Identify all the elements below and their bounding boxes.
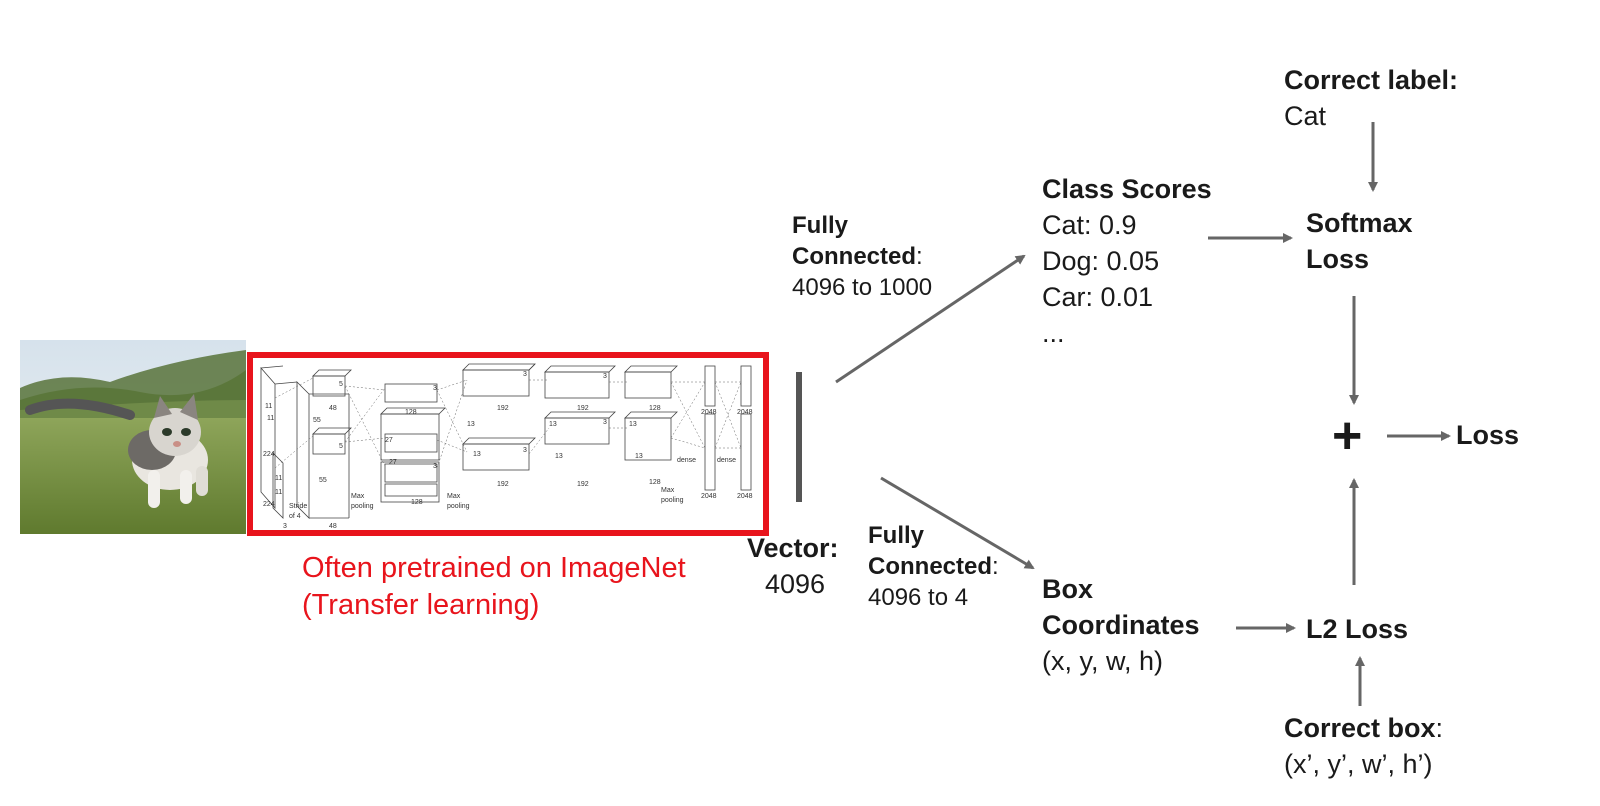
fc-top-line2: Connected xyxy=(792,243,917,270)
cat-photo xyxy=(20,340,246,534)
cnn-label: 48 xyxy=(329,523,337,530)
cnn-label: 224 xyxy=(263,501,275,508)
cnn-label: dense xyxy=(677,457,696,464)
arrow-to-box-coords xyxy=(880,476,1035,570)
fc-bottom-line3: 4096 to 4 xyxy=(868,584,969,611)
pretrained-caption: Often pretrained on ImageNet (Transfer l… xyxy=(302,550,686,624)
correct-label: Correct label: Cat xyxy=(1284,62,1458,134)
cnn-label: 13 xyxy=(467,421,475,428)
correct-label-title: Correct label: xyxy=(1284,65,1459,95)
cnn-label: 192 xyxy=(497,481,509,488)
vector-size: 4096 xyxy=(765,569,826,599)
cnn-label: of 4 xyxy=(289,513,301,520)
cnn-label: 27 xyxy=(389,459,397,466)
correct-box-title: Correct box xyxy=(1284,713,1436,743)
class-score-item: ... xyxy=(1042,318,1065,348)
cnn-label: 3 xyxy=(523,447,527,454)
cnn-label: 48 xyxy=(329,405,337,412)
softmax-loss: Softmax Loss xyxy=(1306,205,1413,277)
cnn-label: 13 xyxy=(549,421,557,428)
fc-top-line1: Fully xyxy=(792,212,849,239)
softmax-line1: Softmax xyxy=(1306,208,1413,238)
cnn-label: 2048 xyxy=(737,409,753,416)
cat-photo-drawing xyxy=(20,340,246,534)
fc-bottom-line1: Fully xyxy=(868,522,925,549)
cnn-label: 3 xyxy=(433,463,437,470)
alexnet-diagram: 224 224 11 11 11 11 Stride of 4 3 55 55 … xyxy=(260,363,753,530)
box-coords-title2: Coordinates xyxy=(1042,610,1200,640)
fc-top-label: Fully Connected: 4096 to 1000 xyxy=(792,210,932,303)
fc-top-line3: 4096 to 1000 xyxy=(792,274,933,301)
class-scores: Class Scores Cat: 0.9 Dog: 0.05 Car: 0.0… xyxy=(1042,171,1212,351)
correct-label-value: Cat xyxy=(1284,101,1327,131)
cnn-label: 128 xyxy=(649,479,661,486)
arrow-to-class-scores xyxy=(835,254,1026,384)
cnn-label: 3 xyxy=(523,371,527,378)
fc-top-colon: : xyxy=(916,243,923,270)
vector-bar xyxy=(796,372,802,502)
cnn-label: 3 xyxy=(603,419,607,426)
cnn-label: 55 xyxy=(319,477,327,484)
cnn-label: 5 xyxy=(339,443,343,450)
vector-label: Vector: 4096 xyxy=(747,530,839,602)
cnn-label: Max xyxy=(661,487,675,494)
cnn-label: 27 xyxy=(385,437,393,444)
box-coords-title1: Box xyxy=(1042,574,1094,604)
cnn-label: 2048 xyxy=(737,493,753,500)
box-coords-value: (x, y, w, h) xyxy=(1042,646,1164,676)
fc-bottom-colon: : xyxy=(992,553,999,580)
cnn-label: Max xyxy=(447,493,461,500)
plus-symbol: + xyxy=(1332,407,1363,465)
total-loss: Loss xyxy=(1456,420,1520,450)
correct-box-colon: : xyxy=(1435,713,1444,743)
fc-bottom-line2: Connected xyxy=(868,553,993,580)
softmax-line2: Loss xyxy=(1306,244,1370,274)
correct-box: Correct box: (x’, y’, w’, h’) xyxy=(1284,710,1443,782)
cnn-label: 3 xyxy=(603,373,607,380)
cnn-label: 5 xyxy=(339,381,343,388)
cnn-label: 11 xyxy=(265,403,272,410)
cnn-label: 3 xyxy=(433,385,437,392)
cnn-label: 13 xyxy=(635,453,643,460)
fc-bottom-label: Fully Connected: 4096 to 4 xyxy=(868,520,999,613)
cnn-label: 13 xyxy=(629,421,637,428)
cnn-architecture-box: 224 224 11 11 11 11 Stride of 4 3 55 55 … xyxy=(247,352,769,536)
cnn-label: 11 xyxy=(275,475,282,482)
cnn-label: 13 xyxy=(555,453,563,460)
cnn-label: pooling xyxy=(447,503,470,510)
class-score-item: Dog: 0.05 xyxy=(1042,246,1160,276)
cnn-label: Stride xyxy=(289,503,307,510)
cnn-label: 13 xyxy=(473,451,481,458)
cnn-label: Max xyxy=(351,493,365,500)
cnn-label: 128 xyxy=(405,409,417,416)
cnn-label: 3 xyxy=(283,523,287,530)
cnn-label: pooling xyxy=(351,503,374,510)
cnn-label: 192 xyxy=(577,481,589,488)
cnn-label: 2048 xyxy=(701,493,717,500)
class-score-item: Cat: 0.9 xyxy=(1042,210,1137,240)
cnn-label: 192 xyxy=(497,405,509,412)
caption-line: (Transfer learning) xyxy=(302,589,540,621)
l2-loss: L2 Loss xyxy=(1306,614,1409,644)
cnn-label: 128 xyxy=(649,405,661,412)
box-coordinates: Box Coordinates (x, y, w, h) xyxy=(1042,571,1200,679)
vector-title: Vector: xyxy=(747,533,839,563)
cnn-label: 11 xyxy=(267,415,274,422)
cnn-label: 2048 xyxy=(701,409,717,416)
caption-line: Often pretrained on ImageNet xyxy=(302,552,686,584)
class-score-item: Car: 0.01 xyxy=(1042,282,1154,312)
cnn-label: 224 xyxy=(263,451,275,458)
cnn-label: 55 xyxy=(313,417,321,424)
correct-box-value: (x’, y’, w’, h’) xyxy=(1284,749,1433,779)
cnn-label: pooling xyxy=(661,497,684,504)
class-scores-title: Class Scores xyxy=(1042,174,1212,204)
cnn-label: 11 xyxy=(275,489,282,496)
cnn-label: 128 xyxy=(411,499,423,506)
cnn-label: 192 xyxy=(577,405,589,412)
cnn-label: dense xyxy=(717,457,736,464)
